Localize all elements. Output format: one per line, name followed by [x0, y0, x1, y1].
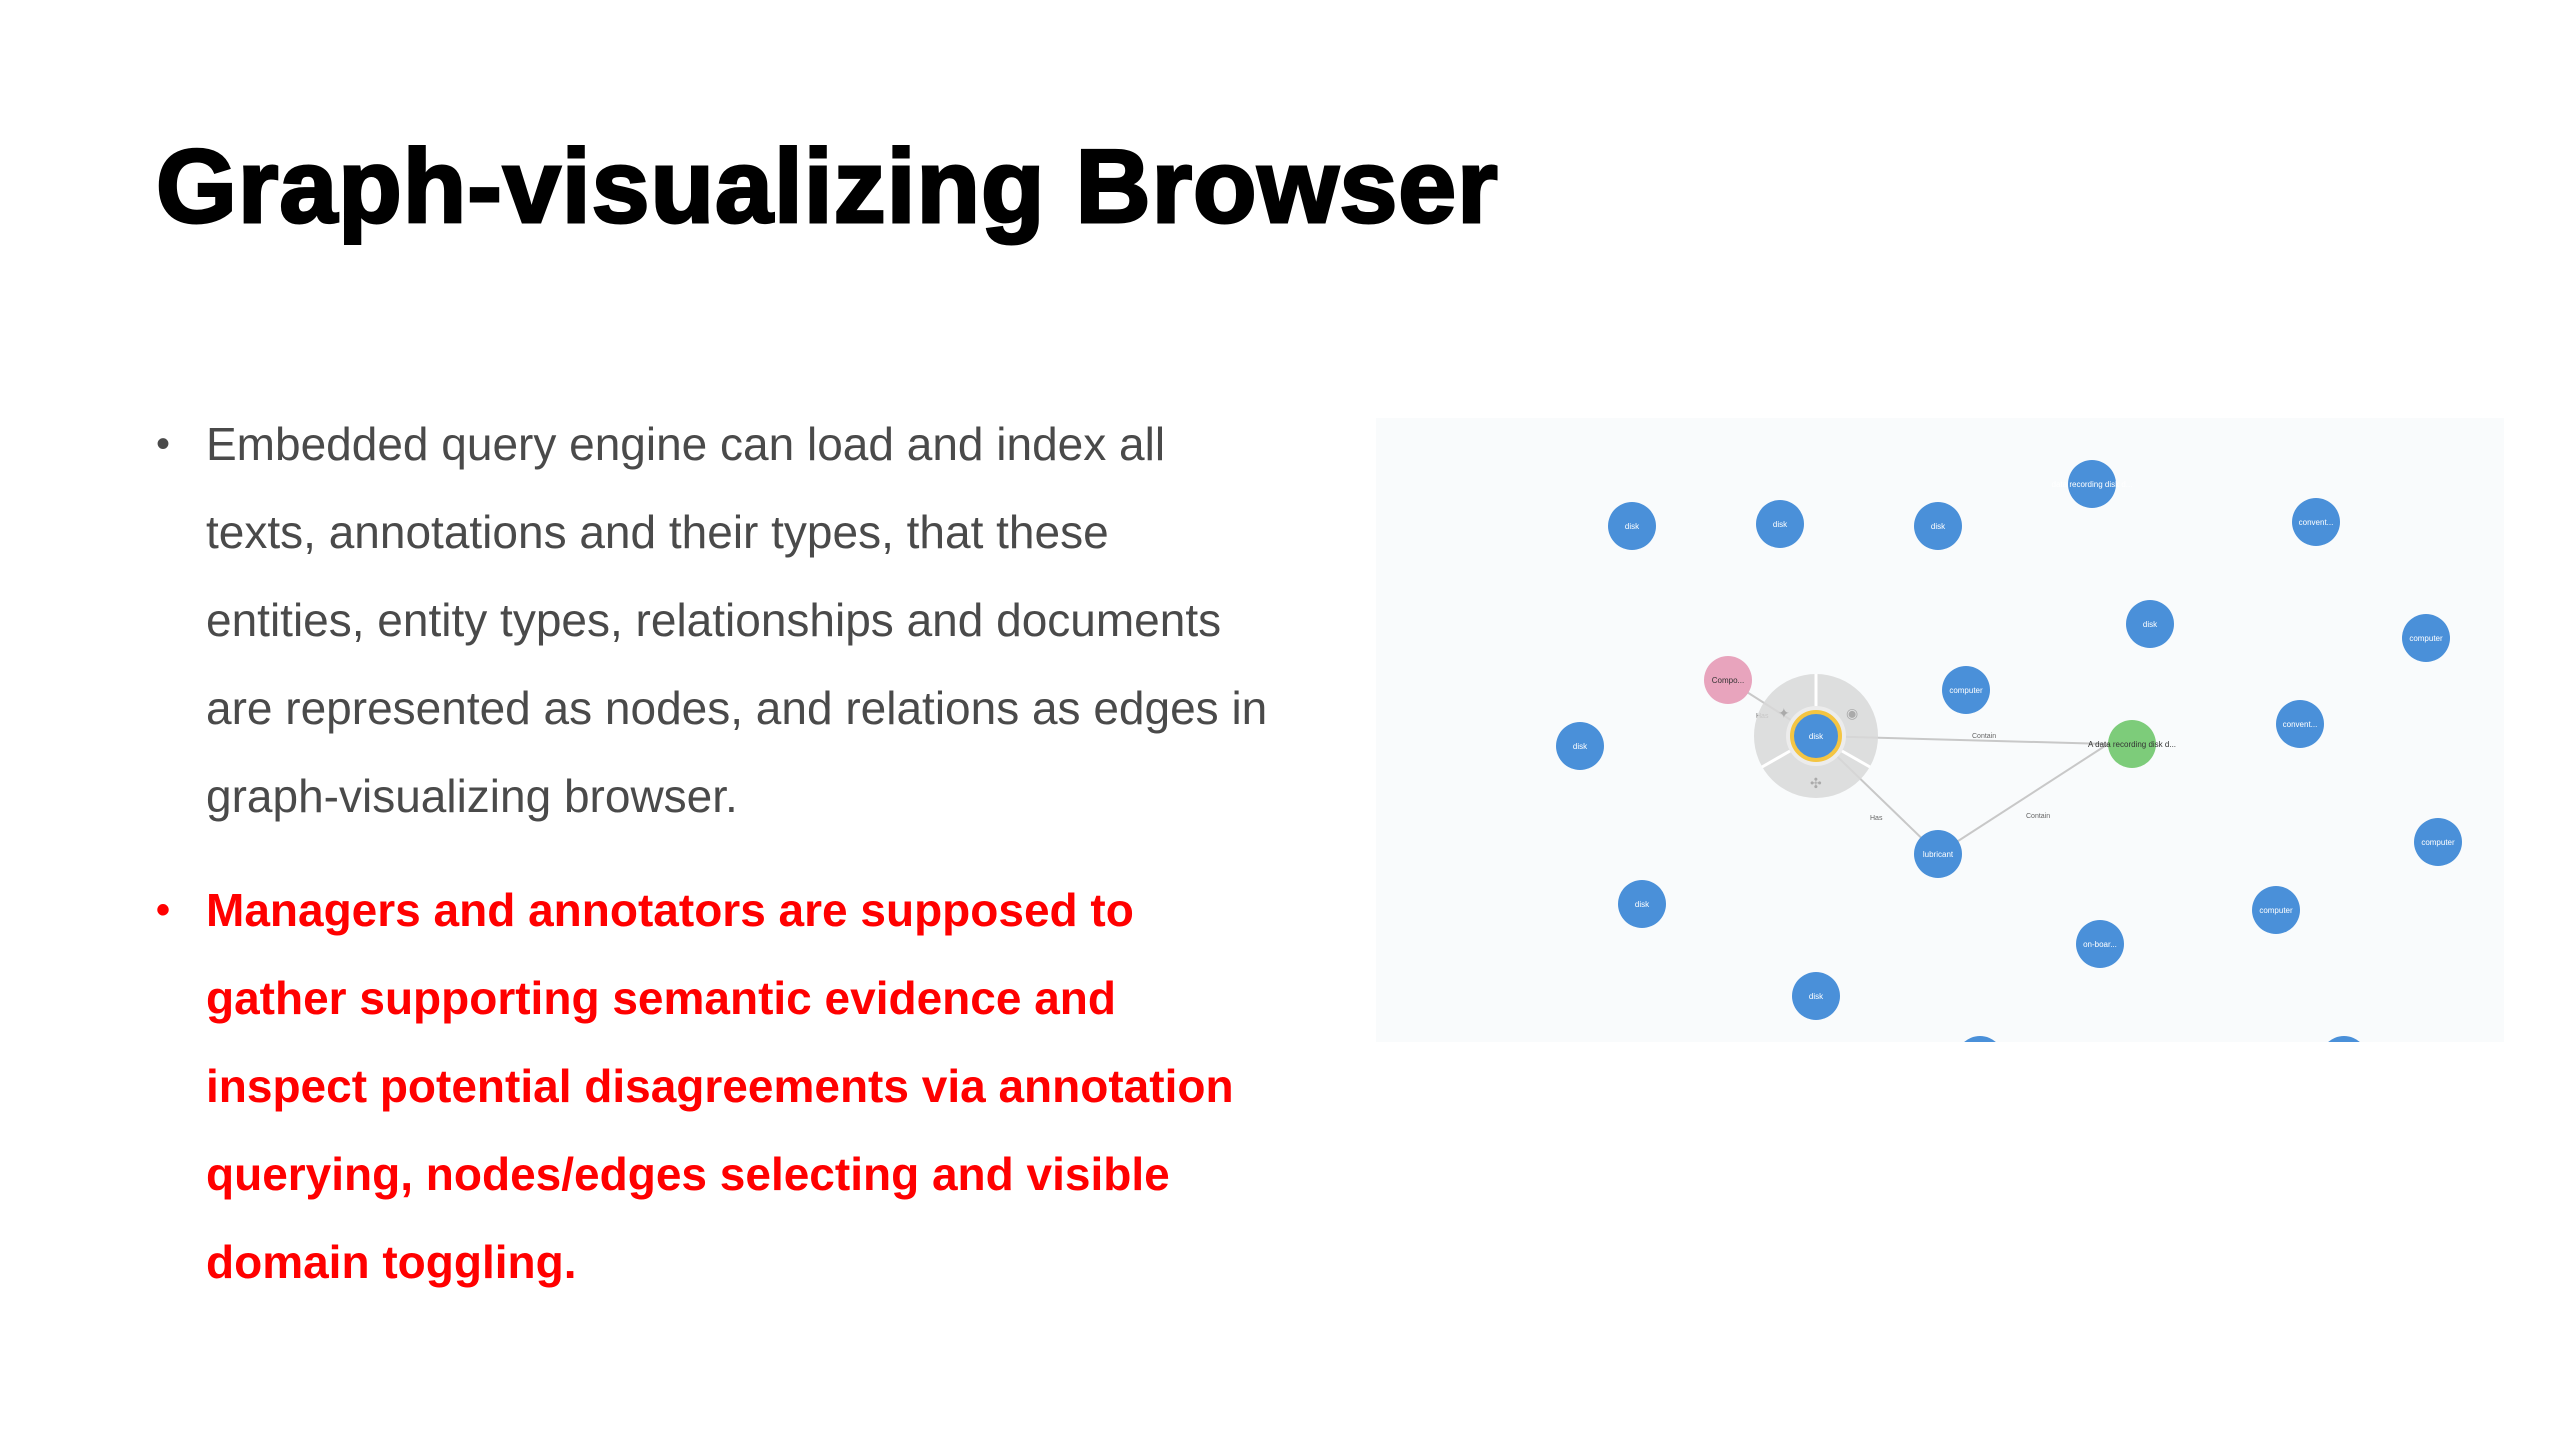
graph-node: disk: [1556, 722, 1604, 770]
node-label: convent...: [2299, 518, 2334, 527]
graph-nodes: disk disk disk data recording disk d... …: [1556, 460, 2462, 1042]
graph-node: on-boar...: [2076, 920, 2124, 968]
graph-node-selected: disk: [1790, 710, 1842, 762]
graph-node: disk: [2126, 600, 2174, 648]
node-label: disk: [1809, 732, 1824, 741]
graph-node: A data recording disk d...: [2088, 720, 2176, 768]
graph-node: lubricant: [1914, 830, 1962, 878]
node-label: lubricant: [1923, 850, 1954, 859]
node-label: computer: [1949, 686, 1983, 695]
graph-node: disk: [1914, 502, 1962, 550]
bullet-item-query-engine: • Embedded query engine can load and ind…: [150, 400, 1270, 840]
graph-node: computer: [1942, 666, 1990, 714]
graph-node: data recording disk d...: [2052, 460, 2133, 508]
node-label: disk: [1625, 522, 1640, 531]
node-label: computer: [2421, 838, 2455, 847]
graph-node: convent...: [2276, 700, 2324, 748]
graph-canvas: Contain Contain Has Has ◉ ✦ ✣ dis: [1556, 460, 2462, 1042]
edge-label: Contain: [1972, 733, 1996, 740]
graph-node: computer: [2414, 818, 2462, 866]
ring-eye-icon: ◉: [1846, 707, 1858, 722]
graph-node: disk: [1618, 880, 1666, 928]
edge-label: Has: [1870, 815, 1883, 822]
node-label: computer: [2259, 906, 2293, 915]
graph-edge: [1937, 743, 2109, 855]
node-label: on-boar...: [2083, 940, 2117, 949]
node-label: data recording disk d...: [2052, 480, 2133, 489]
graph-node: computer: [2252, 886, 2300, 934]
graph-node: computer: [2402, 614, 2450, 662]
node-label: A data recording disk d...: [2088, 740, 2176, 749]
slide-title: Graph-visualizing Browser: [155, 128, 1500, 247]
graph-node: disk: [1792, 972, 1840, 1020]
bullet-marker: •: [156, 888, 171, 932]
node-label: computer: [2409, 634, 2443, 643]
bullet-marker: •: [156, 422, 171, 466]
graph-node: convent...: [2292, 498, 2340, 546]
edge-label: Contain: [2026, 813, 2050, 820]
graph-node: disk: [1608, 502, 1656, 550]
ring-expand-icon: ✣: [1810, 777, 1822, 792]
graph-node-partial: [1964, 1036, 1996, 1042]
node-label: disk: [1635, 900, 1650, 909]
bullet-item-managers-annotators: • Managers and annotators are supposed t…: [150, 866, 1270, 1306]
bullet-list: • Embedded query engine can load and ind…: [150, 400, 1270, 1306]
node-label: disk: [2143, 620, 2158, 629]
ring-lock-icon: ✦: [1778, 707, 1790, 722]
node-label: convent...: [2283, 720, 2318, 729]
bullet-text: Embedded query engine can load and index…: [206, 418, 1268, 822]
node-label: disk: [1573, 742, 1588, 751]
graph-visualization-screenshot: Contain Contain Has Has ◉ ✦ ✣ dis: [1376, 418, 2504, 1042]
node-label: disk: [1931, 522, 1946, 531]
node-label: disk: [1773, 520, 1788, 529]
graph-node: disk: [1756, 500, 1804, 548]
graph-node: Compo...: [1704, 656, 1752, 704]
bullet-text: Managers and annotators are supposed to …: [206, 884, 1234, 1288]
graph-node-partial: [2328, 1036, 2360, 1042]
node-label: disk: [1809, 992, 1824, 1001]
node-label: Compo...: [1712, 676, 1744, 685]
